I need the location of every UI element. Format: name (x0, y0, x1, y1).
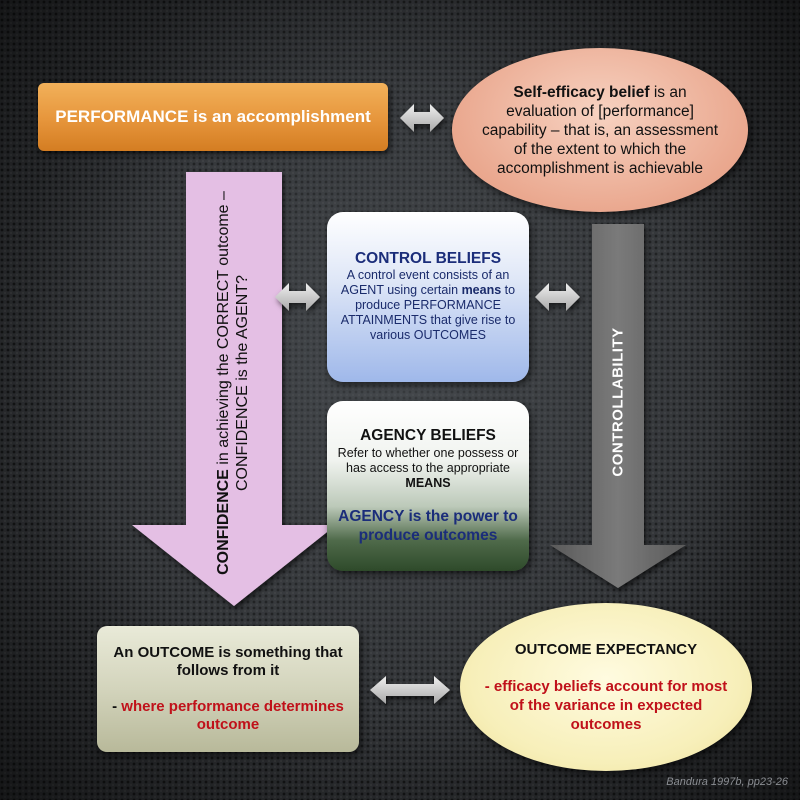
double-arrow-control-controllability (535, 283, 580, 311)
control-beliefs-title: CONTROL BELIEFS (354, 250, 502, 267)
control-beliefs-box: CONTROL BELIEFS A control event consists… (327, 212, 529, 382)
confidence-label-rest: in achieving the CORRECT outcome – CONFI… (215, 191, 251, 492)
outcome-expectancy-title: OUTCOME EXPECTANCY (514, 641, 698, 658)
outcome-red-text: where performance determines outcome (121, 698, 344, 733)
agency-beliefs-text-bold: MEANS (405, 475, 451, 490)
self-efficacy-definition: is an evaluation of [performance] capabi… (481, 83, 719, 177)
agency-beliefs-box: AGENCY BELIEFS Refer to whether one poss… (327, 401, 529, 571)
outcome-dash: - (112, 698, 122, 715)
performance-label: PERFORMANCE is an accomplishment (55, 107, 371, 127)
double-arrow-confidence-control (275, 283, 320, 311)
performance-label-bold: PERFORMANCE (55, 107, 189, 126)
confidence-label-bold: CONFIDENCE (215, 469, 232, 575)
outcome-expectancy-red-text: - efficacy beliefs account for most of t… (484, 678, 728, 733)
control-beliefs-text-part1: A control event consists of an AGENT usi… (340, 268, 510, 297)
outcome-expectancy-ellipse: OUTCOME EXPECTANCY - efficacy beliefs ac… (460, 603, 752, 771)
self-efficacy-ellipse: Self-efficacy belief is an evaluation of… (452, 48, 748, 212)
agency-beliefs-text-part1: Refer to whether one possess or has acce… (337, 445, 519, 475)
confidence-label: CONFIDENCE in achieving the CORRECT outc… (214, 173, 252, 593)
performance-label-rest: is an accomplishment (188, 107, 371, 126)
self-efficacy-text: Self-efficacy belief is an evaluation of… (478, 83, 722, 178)
controllability-label: CONTROLLABILITY (609, 327, 627, 477)
self-efficacy-term: Self-efficacy belief (513, 83, 650, 101)
control-beliefs-text: A control event consists of an AGENT usi… (337, 268, 519, 343)
agency-power-text: AGENCY is the power to produce outcomes (338, 507, 518, 544)
confidence-arrow (132, 172, 336, 606)
double-arrow-performance-self-efficacy (400, 104, 444, 132)
outcome-detail: - where performance determines outcome (111, 698, 345, 734)
control-beliefs-text-bold: means (461, 283, 502, 297)
outcome-box: An OUTCOME is something that follows fro… (97, 626, 359, 752)
agency-beliefs-title: AGENCY BELIEFS (360, 426, 496, 444)
control-beliefs-text-part2: to produce PERFORMANCE ATTAINMENTS that … (340, 283, 516, 342)
controllability-arrow (550, 224, 686, 588)
agency-beliefs-text: Refer to whether one possess or has acce… (337, 446, 519, 491)
outcome-text: An OUTCOME is something that follows fro… (113, 644, 343, 679)
performance-box: PERFORMANCE is an accomplishment (38, 83, 388, 151)
double-arrow-outcome-expectancy (370, 676, 450, 704)
citation: Bandura 1997b, pp23-26 (666, 776, 788, 788)
